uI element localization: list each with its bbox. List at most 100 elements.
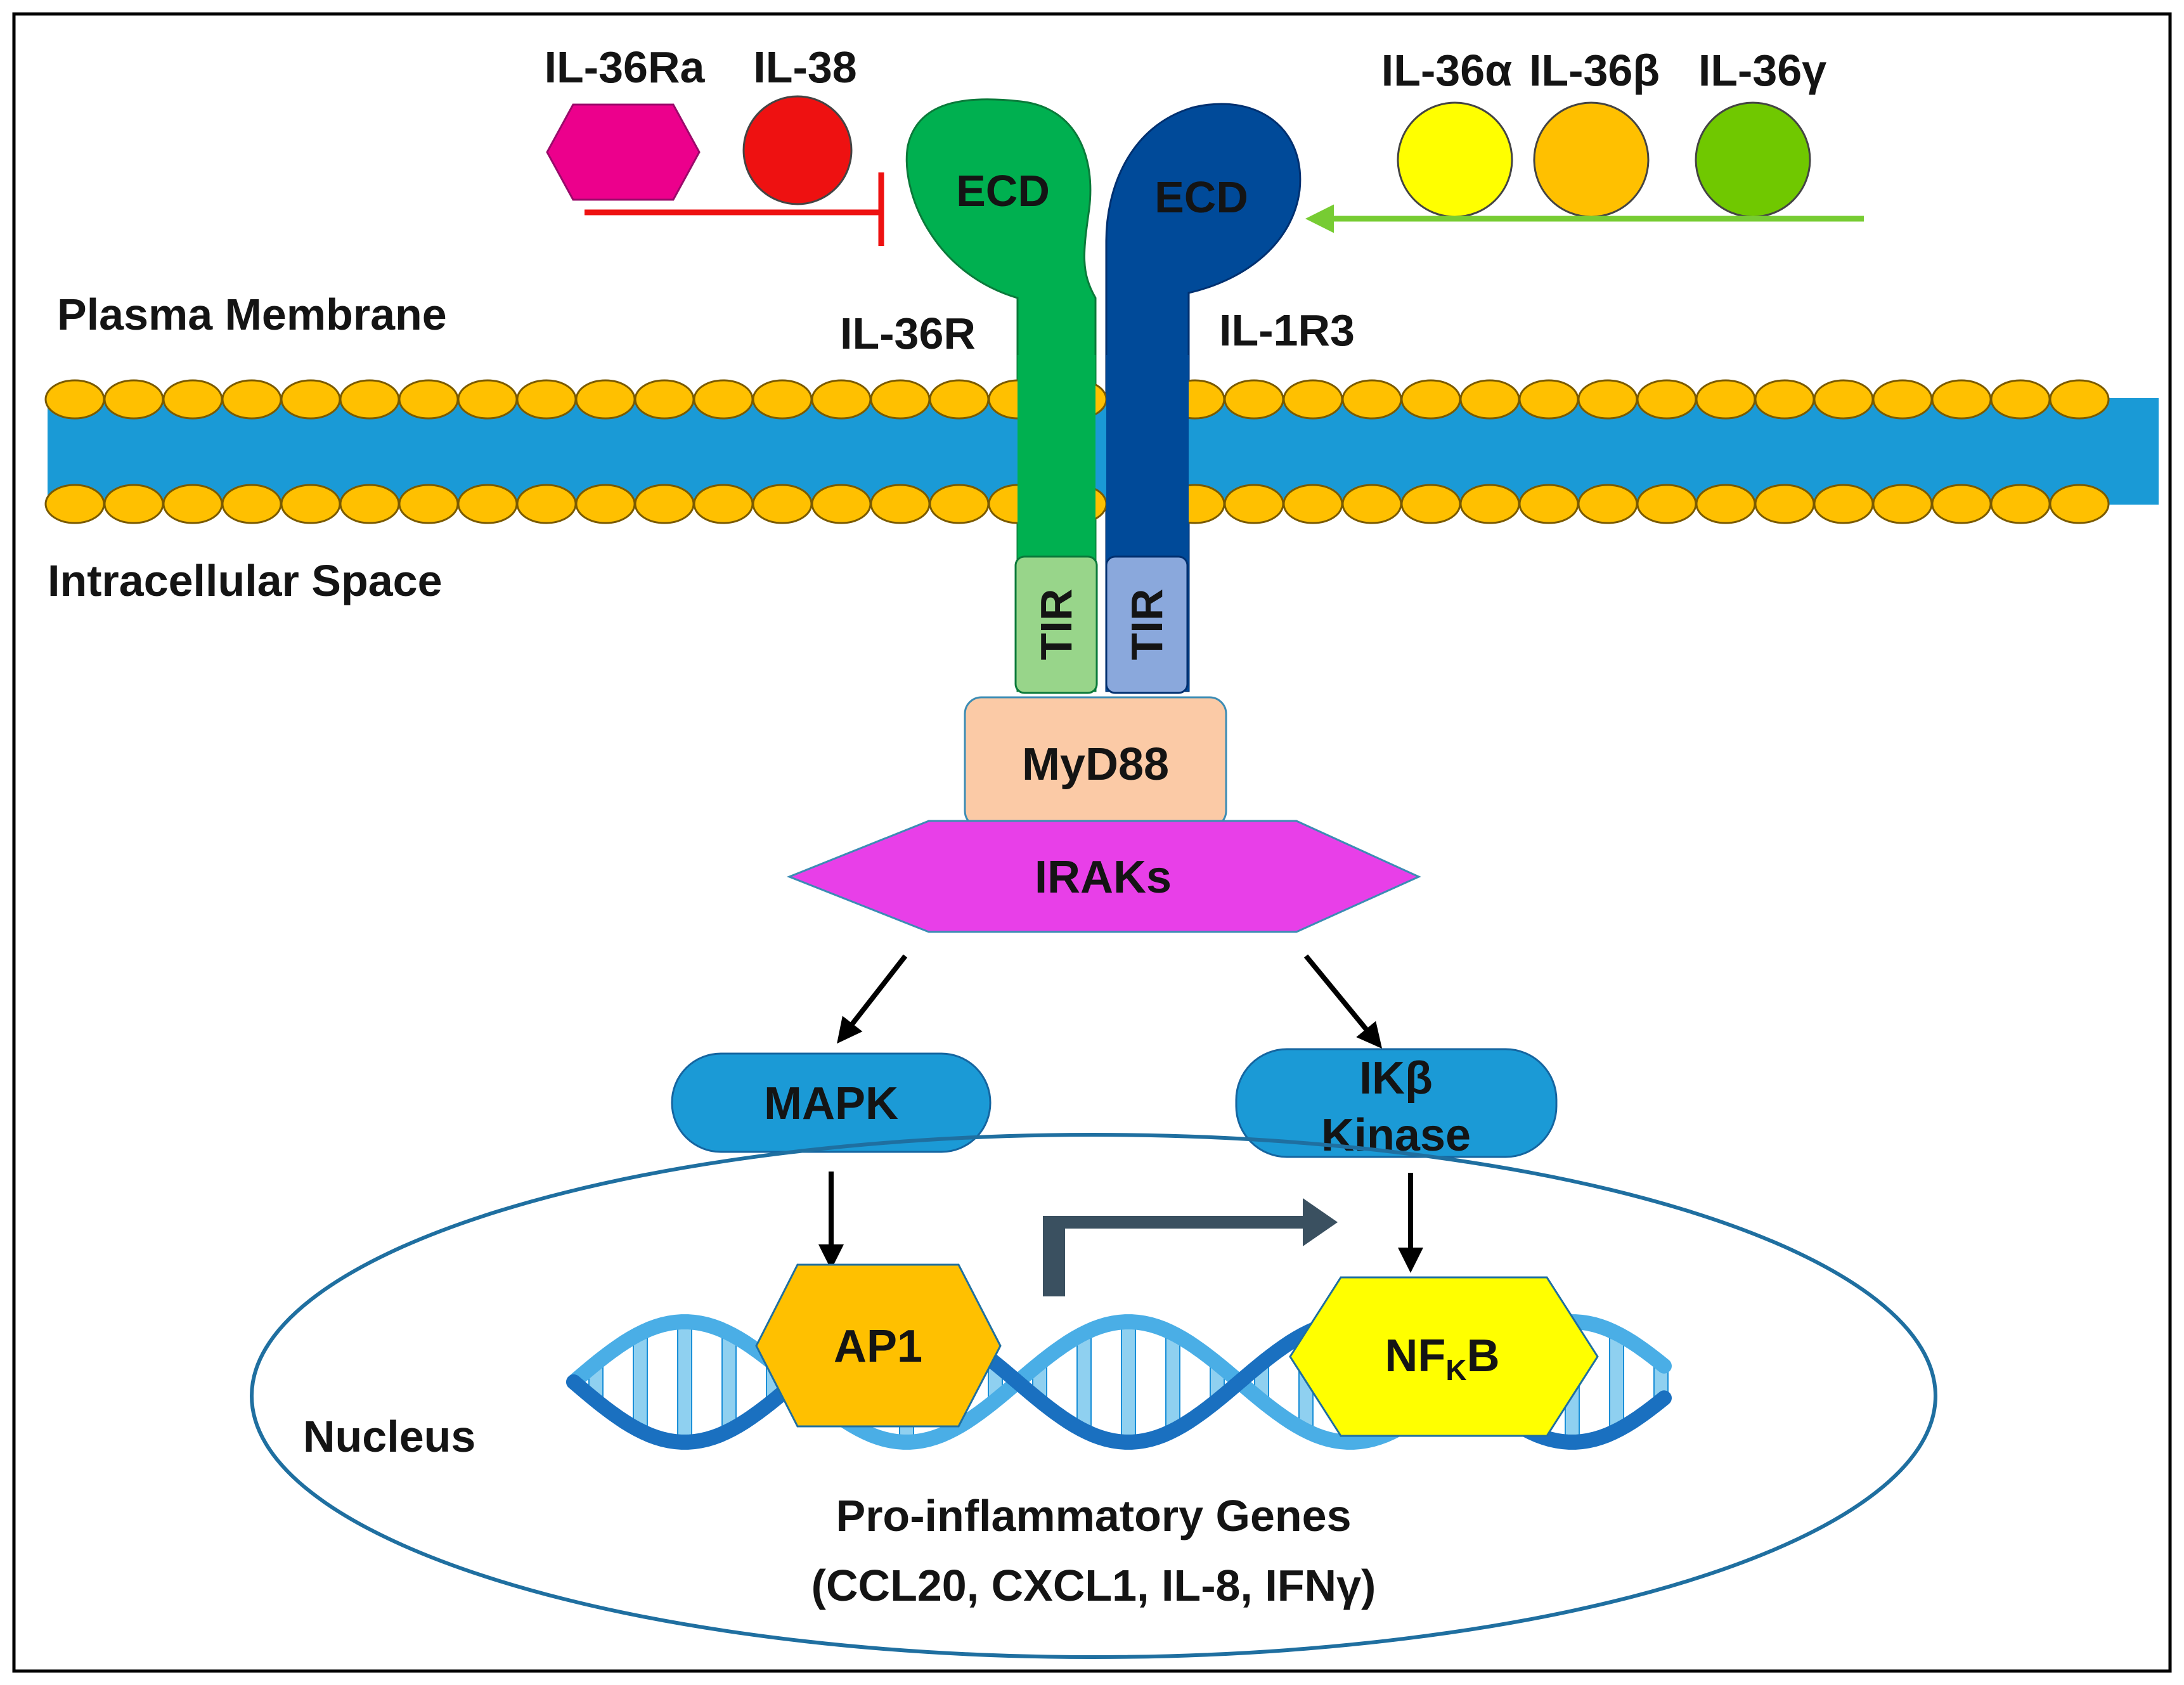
dna-base-pair [677,1321,692,1443]
label-il36ra: IL-36Ra [545,42,706,92]
label-il36a: IL-36α [1381,46,1512,95]
mapk-label: MAPK [764,1078,898,1129]
membrane-bilayer [48,398,2159,505]
lipid-head [339,379,400,420]
lipid-head [929,379,990,420]
lipid-head [162,379,223,420]
figure-frame [12,12,2172,1673]
lipid-head [1754,379,1815,420]
lipid-head [1931,484,1992,524]
ecd-right: ECD [1154,172,1248,222]
il36ra-hexagon [546,103,701,201]
tir-domain-left [1014,555,1098,694]
nfkb-main: NF [1385,1331,1445,1381]
il38-circle [742,95,853,205]
plasma-membrane-label: Plasma Membrane [57,290,447,339]
lipid-head [1872,484,1933,524]
mapk-box [671,1052,992,1153]
arrow-iraks-to-mapk [837,954,908,1044]
lipid-head [1224,379,1284,420]
lipid-head [1695,484,1756,524]
lipid-head [870,379,931,420]
lipid-head [1813,484,1874,524]
ecd-left: ECD [956,166,1050,216]
lipid-head [811,484,872,524]
lipid-head [44,484,105,524]
lipid-head [752,484,813,524]
lipid-head [1577,379,1638,420]
lipid-head [1872,379,1933,420]
intracellular-label: Intracellular Space [48,556,443,605]
tir-domain-right [1105,555,1189,694]
lipid-head [870,484,931,524]
nfkb-subscript: K [1445,1353,1466,1386]
genes-line1: Pro-inflammatory Genes [836,1491,1352,1540]
lipid-head [457,484,518,524]
nfkb-label: NFKB [1385,1331,1499,1386]
lipid-head [1283,379,1343,420]
ap1-hexagon [755,1263,1002,1428]
lipid-head [457,379,518,420]
lipid-heads-inner [44,484,2110,524]
lipid-head [398,379,459,420]
arrow-iraks-to-ikb [1303,954,1383,1049]
lipid-head [1283,484,1343,524]
nfkb-hexagon [1289,1276,1599,1437]
il36g-circle [1695,101,1811,218]
lipid-head [103,484,164,524]
nucleus-label: Nucleus [303,1412,475,1461]
lipid-head [693,484,754,524]
lipid-head [634,484,695,524]
lipid-head [1459,379,1520,420]
lipid-head [516,484,577,524]
dna-base-pair [633,1333,648,1431]
ikb-kinase-box [1235,1048,1558,1158]
dna-base-pair [1076,1333,1092,1431]
iraks-label: IRAKs [1035,852,1172,903]
lipid-head [2049,484,2110,524]
lipid-head [1754,484,1815,524]
lipid-head [1459,484,1520,524]
lipid-head [1695,379,1756,420]
lipid-head [634,379,695,420]
lipid-head [929,484,990,524]
lipid-head [280,484,341,524]
lipid-head [2049,379,2110,420]
label-il38: IL-38 [753,42,856,92]
label-il1r3: IL-1R3 [1219,306,1355,355]
lipid-head [162,484,223,524]
lipid-head [103,379,164,420]
label-il36g: IL-36γ [1698,46,1826,95]
dna-base-pair [721,1333,737,1431]
lipid-head [1341,379,1402,420]
lipid-head [221,379,282,420]
nfkb-tail: B [1467,1331,1500,1381]
lipid-head [280,379,341,420]
dna-base-pair [1121,1321,1136,1443]
lipid-head [1400,379,1461,420]
lipid-head [1990,484,2051,524]
lipid-head [1636,379,1697,420]
ikb-label-line1: IKβ [1359,1053,1433,1104]
lipid-head [1518,379,1579,420]
lipid-head [1990,379,2051,420]
lipid-head [221,484,282,524]
lipid-head [1813,379,1874,420]
lipid-head [1577,484,1638,524]
lipid-head [811,379,872,420]
lipid-head [339,484,400,524]
lipid-head [516,379,577,420]
dna-base-pair [1165,1333,1180,1431]
lipid-head [1931,379,1992,420]
lipid-head [575,379,636,420]
lipid-head [752,379,813,420]
iraks-hexagon [786,820,1421,933]
label-il36b: IL-36β [1529,46,1660,95]
lipid-head [44,379,105,420]
ap1-label: AP1 [834,1321,922,1372]
lipid-head [1400,484,1461,524]
lipid-head [1518,484,1579,524]
il36a-circle [1397,101,1513,218]
lipid-head [575,484,636,524]
